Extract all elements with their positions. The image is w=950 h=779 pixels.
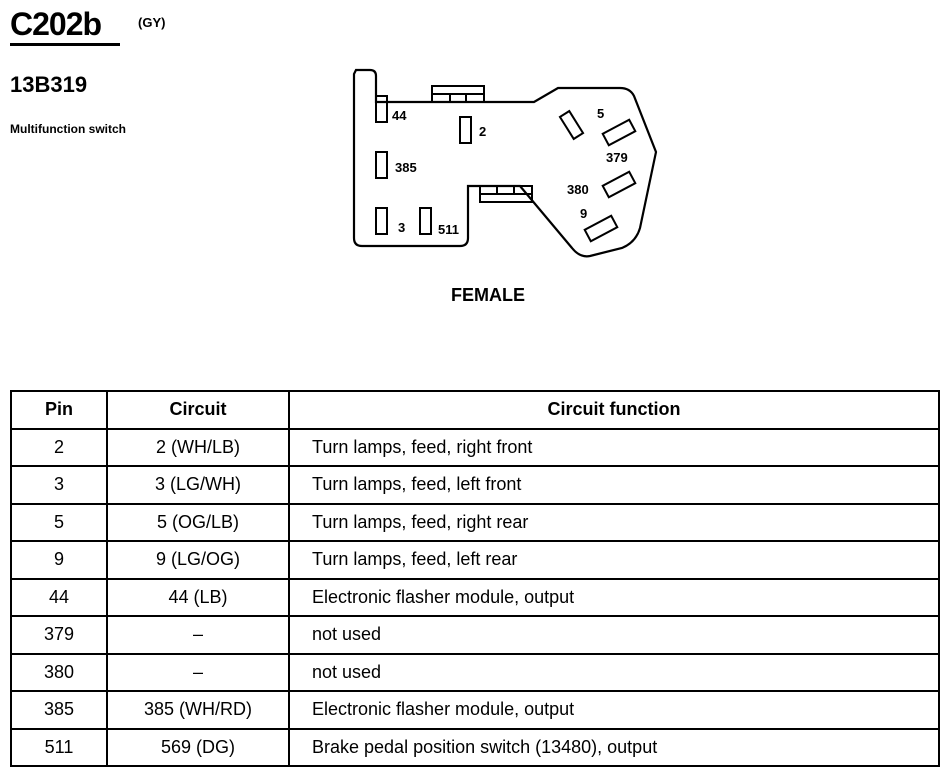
- pin-label-380: 380: [567, 182, 589, 197]
- cell-function: Turn lamps, feed, right front: [288, 427, 940, 467]
- table-row: 379 – not used: [10, 615, 940, 655]
- header-circuit: Circuit: [106, 390, 290, 430]
- cell-circuit: 3 (LG/WH): [106, 465, 290, 505]
- pin-label-3: 3: [398, 220, 405, 235]
- pin-label-9: 9: [580, 206, 587, 221]
- pin-label-385: 385: [395, 160, 417, 175]
- pin-cavity-385: [375, 151, 388, 179]
- cell-pin: 385: [10, 690, 108, 730]
- pin-cavity-3: [375, 207, 388, 235]
- cell-pin: 5: [10, 502, 108, 542]
- cell-circuit: 2 (WH/LB): [106, 427, 290, 467]
- pin-cavity-379: [601, 118, 637, 147]
- table-row: 5 5 (OG/LB) Turn lamps, feed, right rear: [10, 502, 940, 542]
- pin-cavity-511: [419, 207, 432, 235]
- pin-label-379: 379: [606, 150, 628, 165]
- cell-circuit: –: [106, 652, 290, 692]
- header-pin: Pin: [10, 390, 108, 430]
- cell-function: Electronic flasher module, output: [288, 690, 940, 730]
- cell-pin: 379: [10, 615, 108, 655]
- pin-cavity-380: [601, 170, 637, 199]
- table-row: 9 9 (LG/OG) Turn lamps, feed, left rear: [10, 540, 940, 580]
- pin-label-5: 5: [597, 106, 604, 121]
- title-underline: [10, 43, 120, 46]
- connector-outline: [352, 68, 658, 258]
- table-row: 380 – not used: [10, 652, 940, 692]
- cell-function: not used: [288, 615, 940, 655]
- pin-cavity-2: [459, 116, 472, 144]
- pin-cavity-9: [583, 214, 619, 243]
- cell-circuit: 44 (LB): [106, 577, 290, 617]
- table-row: 385 385 (WH/RD) Electronic flasher modul…: [10, 690, 940, 730]
- pin-cavity-5: [558, 109, 585, 141]
- cell-function: Turn lamps, feed, right rear: [288, 502, 940, 542]
- cell-circuit: 385 (WH/RD): [106, 690, 290, 730]
- pin-label-44: 44: [392, 108, 407, 123]
- connector-face-diagram: 44 2 5 379 385 380 9 3 511: [352, 68, 658, 258]
- cell-circuit: 5 (OG/LB): [106, 502, 290, 542]
- pin-label-511: 511: [438, 222, 459, 237]
- cell-circuit: 569 (DG): [106, 727, 290, 767]
- connector-code: C202b: [10, 6, 102, 42]
- connector-color: (GY): [138, 15, 166, 30]
- cell-pin: 9: [10, 540, 108, 580]
- pin-cavity-44: [375, 95, 388, 123]
- cell-pin: 2: [10, 427, 108, 467]
- cell-pin: 380: [10, 652, 108, 692]
- cell-function: Electronic flasher module, output: [288, 577, 940, 617]
- cell-circuit: 9 (LG/OG): [106, 540, 290, 580]
- table-row: 44 44 (LB) Electronic flasher module, ou…: [10, 577, 940, 617]
- pinout-table: Pin Circuit Circuit function 2 2 (WH/LB)…: [10, 390, 940, 767]
- cell-circuit: –: [106, 615, 290, 655]
- part-number: 13B319: [10, 72, 88, 97]
- table-header-row: Pin Circuit Circuit function: [10, 390, 940, 430]
- table-row: 511 569 (DG) Brake pedal position switch…: [10, 727, 940, 767]
- cell-function: not used: [288, 652, 940, 692]
- table-row: 3 3 (LG/WH) Turn lamps, feed, left front: [10, 465, 940, 505]
- pin-label-2: 2: [479, 124, 486, 139]
- header-circuit-function: Circuit function: [288, 390, 940, 430]
- cell-pin: 44: [10, 577, 108, 617]
- cell-function: Turn lamps, feed, left front: [288, 465, 940, 505]
- latch-middle: [479, 185, 533, 203]
- cell-pin: 511: [10, 727, 108, 767]
- cell-pin: 3: [10, 465, 108, 505]
- component-name: Multifunction switch: [10, 122, 126, 136]
- cell-function: Turn lamps, feed, left rear: [288, 540, 940, 580]
- cell-function: Brake pedal position switch (13480), out…: [288, 727, 940, 767]
- latch-top: [431, 85, 485, 103]
- table-row: 2 2 (WH/LB) Turn lamps, feed, right fron…: [10, 427, 940, 467]
- connector-gender: FEMALE: [451, 285, 525, 305]
